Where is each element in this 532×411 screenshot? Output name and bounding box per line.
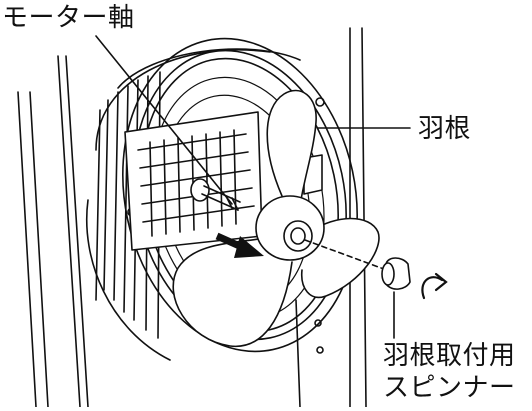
spinner-label-line1: 羽根取付用 [383, 341, 516, 371]
assembly-axis [304, 239, 393, 273]
fan-hub [255, 195, 325, 261]
motor-housing [124, 111, 323, 251]
motor-shaft [190, 178, 241, 211]
spinner [381, 257, 411, 290]
arrow-right-icon [215, 232, 264, 258]
left-stand [17, 55, 89, 408]
motor-shaft-label: モーター軸 [2, 3, 135, 33]
blade-label: 羽根 [418, 114, 472, 144]
motor-shaft-leader [95, 35, 233, 205]
rotate-clockwise-icon [421, 272, 448, 300]
spinner-label-line2: スピンナー [383, 373, 516, 403]
